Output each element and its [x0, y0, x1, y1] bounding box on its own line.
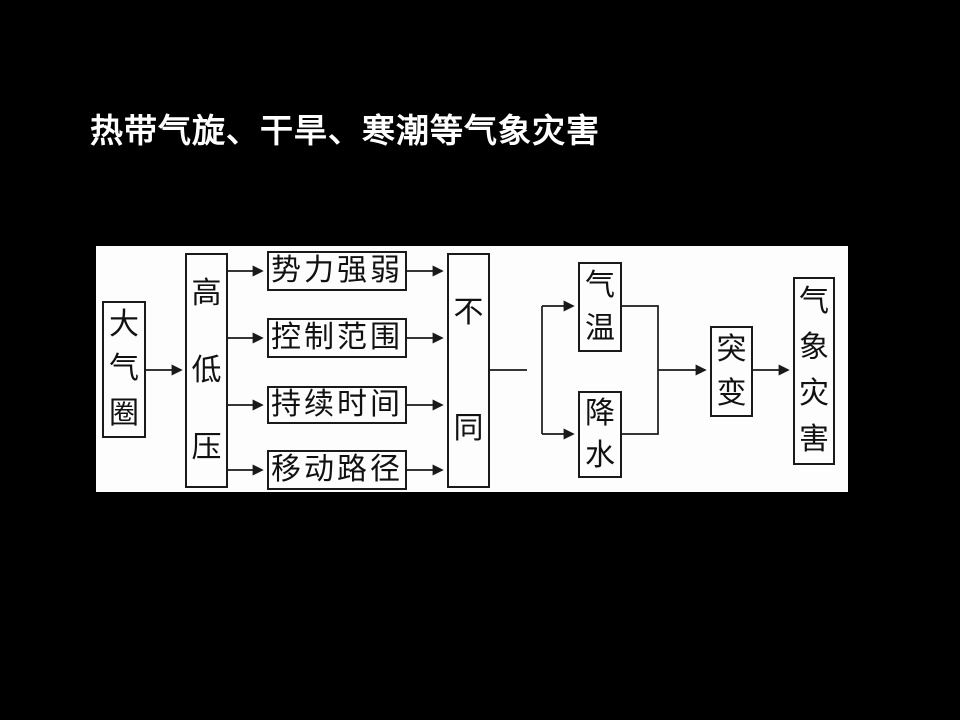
node-disaster: 气象灾害 — [793, 277, 835, 465]
node-difference: 不同 — [447, 253, 490, 488]
flowchart-connectors — [146, 265, 790, 476]
node-temperature: 气温 — [578, 262, 622, 352]
slide-title: 热带气旋、干旱、寒潮等气象灾害 — [90, 114, 600, 150]
node-atmosphere: 大气圈 — [102, 301, 146, 438]
flowchart-panel: 大气圈 高低压 势力强弱 控制范围 持续时间 移动路径 不同 气温 降水 突变 … — [96, 246, 848, 492]
node-mutation: 突变 — [710, 326, 753, 417]
node-path: 移动路径 — [267, 450, 407, 490]
merge-bracket-line — [622, 305, 659, 435]
node-precipitation: 降水 — [578, 391, 622, 478]
node-duration: 持续时间 — [267, 386, 407, 424]
node-pressure: 高低压 — [185, 253, 228, 488]
node-strength: 势力强弱 — [267, 251, 407, 291]
node-extent: 控制范围 — [267, 318, 407, 358]
